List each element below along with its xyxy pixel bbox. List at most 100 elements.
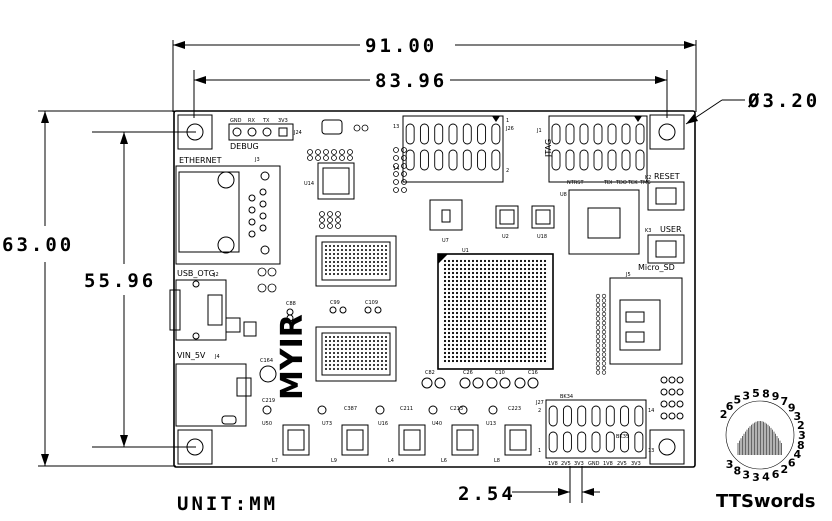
u14-label: U14 xyxy=(304,181,314,187)
resistor-pad xyxy=(601,302,607,308)
ball-pad xyxy=(325,261,327,263)
ball-pad xyxy=(475,263,479,267)
ball-pad xyxy=(349,269,351,271)
ball-pad xyxy=(535,267,539,271)
ball-pad xyxy=(535,311,539,315)
ball-pad xyxy=(353,245,355,247)
ball-pad xyxy=(463,275,467,279)
ball-pad xyxy=(503,323,507,327)
micro-sd-label: Micro_SD xyxy=(638,263,675,272)
ball-pad xyxy=(507,331,511,335)
ball-pad xyxy=(381,257,383,259)
ball-pad xyxy=(471,359,475,363)
ball-pad xyxy=(535,263,539,267)
ball-pad xyxy=(539,279,543,283)
ball-pad xyxy=(345,348,347,350)
cap-c26: C26 xyxy=(463,370,473,376)
ball-pad xyxy=(479,303,483,307)
ball-pad xyxy=(475,279,479,283)
ball-pad xyxy=(487,263,491,267)
ball-pad xyxy=(475,271,479,275)
reg-l7: L7 xyxy=(272,458,278,464)
header-pad xyxy=(477,123,487,145)
j24-label: J24 xyxy=(293,130,302,136)
ic-u18: U18 xyxy=(531,205,555,240)
ball-pad xyxy=(515,327,519,331)
ball-pad xyxy=(495,331,499,335)
passive-pads xyxy=(257,124,407,293)
ball-pad xyxy=(515,299,519,303)
ball-pad xyxy=(345,269,347,271)
ball-pad xyxy=(515,359,519,363)
ball-pad xyxy=(443,291,447,295)
ball-pad xyxy=(345,245,347,247)
resistor-pad xyxy=(595,361,601,366)
ball-pad xyxy=(503,291,507,295)
ball-pad xyxy=(475,335,479,339)
jtag-pin-tdo: TDO xyxy=(615,180,627,186)
ball-pad xyxy=(329,269,331,271)
ic-u8: U8 xyxy=(560,189,640,255)
ball-pad xyxy=(487,323,491,327)
ball-pad xyxy=(535,335,539,339)
ball-pad xyxy=(499,319,503,323)
ball-pad xyxy=(519,359,523,363)
ic-u7: U7 xyxy=(429,199,463,244)
ball-pad xyxy=(503,343,507,347)
ball-pad xyxy=(451,271,455,275)
ball-pad xyxy=(333,253,335,255)
ball-pad xyxy=(483,347,487,351)
ball-pad xyxy=(531,283,535,287)
ball-pad xyxy=(467,271,471,275)
ball-pad xyxy=(471,327,475,331)
cap-c99: C99 xyxy=(330,300,340,306)
ball-pad xyxy=(463,327,467,331)
ball-pad xyxy=(519,331,523,335)
ball-pad xyxy=(535,283,539,287)
header-pad xyxy=(577,431,587,453)
ball-pad xyxy=(499,351,503,355)
ball-pad xyxy=(495,359,499,363)
ball-pad xyxy=(491,331,495,335)
ball-pad xyxy=(511,279,515,283)
ball-pad xyxy=(495,295,499,299)
ball-pad xyxy=(471,279,475,283)
ball-pad xyxy=(511,351,515,355)
ball-pad xyxy=(361,356,363,358)
ball-pad xyxy=(495,311,499,315)
ball-pad xyxy=(385,257,387,259)
ball-pad xyxy=(515,335,519,339)
ball-pad xyxy=(325,336,327,338)
ball-pad xyxy=(507,271,511,275)
ball-pad xyxy=(329,348,331,350)
ball-pad xyxy=(491,303,495,307)
ball-pad xyxy=(463,315,467,319)
ball-pad xyxy=(523,327,527,331)
ball-pad xyxy=(443,331,447,335)
ball-pad xyxy=(443,279,447,283)
resistor-pad xyxy=(601,352,607,357)
ball-pad xyxy=(527,323,531,327)
ball-pad xyxy=(475,327,479,331)
ball-pad xyxy=(479,283,483,287)
ball-pad xyxy=(479,339,483,343)
ball-pad xyxy=(353,257,355,259)
ball-pad xyxy=(531,351,535,355)
ball-pad xyxy=(503,283,507,287)
ball-pad xyxy=(519,263,523,267)
ball-pad xyxy=(483,327,487,331)
ball-pad xyxy=(451,307,455,311)
ball-pad xyxy=(463,355,467,359)
watermark-digit: 2 xyxy=(781,463,789,476)
ball-pad xyxy=(451,291,455,295)
dim-width-total: 91.00 xyxy=(365,35,437,57)
ball-pad xyxy=(503,263,507,267)
ball-pad xyxy=(325,340,327,342)
ball-pad xyxy=(325,245,327,247)
reset-button: RESET K2 xyxy=(645,172,685,211)
ball-pad xyxy=(539,355,543,359)
ball-pad xyxy=(495,347,499,351)
ball-pad xyxy=(361,257,363,259)
ball-pad xyxy=(361,340,363,342)
ball-pad xyxy=(527,299,531,303)
